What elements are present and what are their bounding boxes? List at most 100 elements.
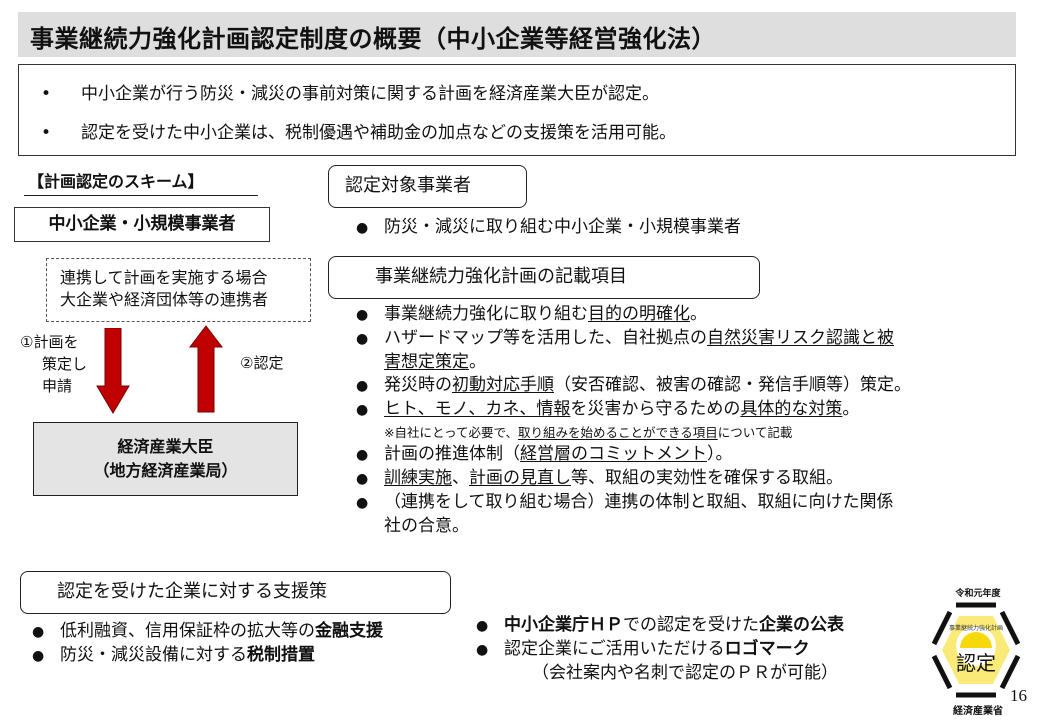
plan-item: ● （連携をして取り組む場合）連携の体制と取組、取組に向けた関係 (356, 491, 911, 515)
arrow-up-icon (189, 325, 223, 413)
bullet-icon: ● (476, 618, 489, 634)
plan-items-heading: 事業継続力強化計画の記載項目 (328, 256, 760, 299)
step1-line: ①計画を (20, 333, 79, 351)
bullet-icon: ● (356, 220, 369, 236)
bullet-icon: ● (356, 447, 369, 463)
underlined-text: 初動対応手順 (452, 375, 554, 395)
underlined-text: 計画の見直し (469, 468, 571, 488)
authority-line: 経済産業大臣 (117, 437, 214, 456)
svg-text:事業継続力強化計画: 事業継続力強化計画 (949, 624, 1003, 632)
underlined-text: 目的の明確化 (588, 304, 690, 324)
plan-item-continued: 害想定策定。 (356, 351, 911, 374)
bullet-icon: ● (356, 307, 369, 323)
text: 等、取組の実効性を確保する取組。 (571, 468, 843, 488)
text: （連携をして取り組む場合）連携の体制と取組、取組に向けた関係 (384, 492, 894, 512)
partner-box: 連携して計画を実施する場合 大企業や経済団体等の連携者 (46, 258, 311, 322)
bullet-icon: ● (356, 402, 369, 418)
plan-item: ● 発災時の初動対応手順（安否確認、被害の確認・発信手順等）策定。 (356, 374, 911, 398)
certification-logo-icon: 事業継続力強化計画 認定 (931, 602, 1021, 698)
step1-line: 策定し (42, 355, 88, 373)
text: 事業継続力強化に取り組む (384, 304, 588, 324)
step1-line: 申請 (42, 377, 73, 395)
page-title: 事業継続力強化計画認定制度の概要（中小企業等経営強化法） (30, 25, 716, 53)
text: ハザードマップ等を活用した、自社拠点の (384, 328, 707, 348)
authority-box: 経済産業大臣 （地方経済産業局） (33, 422, 298, 496)
bullet-icon: ● (356, 471, 369, 487)
scheme-heading: 【計画認定のスキーム】 (24, 168, 258, 196)
text: （安否確認、被害の確認・発信手順等）策定。 (554, 375, 911, 395)
title-bar: 事業継続力強化計画認定制度の概要（中小企業等経営強化法） (18, 12, 1016, 57)
text: での認定を受けた (623, 615, 759, 635)
logo-ministry: 経済産業省 (953, 706, 1003, 717)
bullet-icon: ● (356, 331, 369, 347)
support-list-left: ● 低利融資、信用保証枠の拡大等の金融支援 ● 防災・減災設備に対する税制措置 (32, 620, 383, 668)
summary-box: • 中小企業が行う防災・減災の事前対策に関する計画を経済産業大臣が認定。 • 認定を… (18, 64, 1016, 156)
underlined-text: 経営層のコミットメント (520, 444, 707, 464)
eligible-heading: 認定対象事業者 (328, 165, 527, 208)
step2-label: ②認定 (240, 354, 284, 372)
text: 計画の推進体制（ (384, 444, 520, 464)
logo-year: 令和元年度 (955, 589, 1001, 599)
summary-item: • 中小企業が行う防災・減災の事前対策に関する計画を経済産業大臣が認定。 (41, 79, 659, 104)
support-list-right: ● 中小企業庁ＨＰでの認定を受けた企業の公表 ● 認定企業にご活用いただけるロゴマー… (476, 614, 844, 685)
bullet-icon: ● (32, 648, 45, 664)
bullet-icon: ● (356, 378, 369, 394)
summary-item: • 認定を受けた中小企業は、税制優遇や補助金の加点などの支援策を活用可能。 (41, 118, 676, 143)
underlined-text: 自然災害リスク認識と被 (707, 328, 894, 348)
support-item: ● 認定企業にご活用いただけるロゴマーク (476, 638, 844, 662)
plan-item-continued: 社の合意。 (356, 515, 911, 538)
underlined-text: 取り組みを始めることができる項目 (517, 425, 718, 440)
bullet-icon: ● (476, 642, 489, 658)
bold-text: 税制措置 (247, 645, 315, 665)
plan-note: ※自社にとって必要で、取り組みを始めることができる項目について記載 (356, 424, 911, 442)
text: 。 (842, 399, 860, 419)
bullet-icon: • (41, 123, 52, 143)
underlined-text: 具体的な対策 (740, 399, 843, 419)
bullet-icon: ● (356, 495, 369, 511)
text: 、 (452, 468, 469, 488)
support-item-sub: （会社案内や名刺で認定のＰＲが可能） (532, 663, 838, 683)
plan-item: ● 訓練実施、計画の見直し等、取組の実効性を確保する取組。 (356, 467, 911, 491)
underlined-text: 訓練実施 (384, 468, 452, 488)
underlined-text: 害想定策定 (384, 352, 469, 372)
step1-label: ①計画を 策定し 申請 (20, 331, 87, 397)
text: 低利融資、信用保証枠の拡大等の (60, 621, 315, 641)
plan-items-list: ●事業継続力強化に取り組む目的の明確化。 ●ハザードマップ等を活用した、自社拠点… (356, 303, 911, 538)
text: 発災時の (384, 375, 452, 395)
underlined-text: ヒト、モノ、カネ、情報 (384, 399, 571, 419)
authority-line: （地方経済産業局） (93, 461, 238, 480)
eligible-text: 防災・減災に取り組む中小企業・小規模事業者 (384, 217, 741, 237)
support-item: ● 中小企業庁ＨＰでの認定を受けた企業の公表 (476, 614, 844, 638)
text: を災害から守るための (570, 399, 741, 419)
summary-text: 中小企業が行う防災・減災の事前対策に関する計画を経済産業大臣が認定。 (81, 84, 659, 104)
bold-text: 中小企業庁ＨＰ (504, 615, 623, 635)
text: 。 (690, 304, 707, 324)
plan-item: ● 計画の推進体制（経営層のコミットメント）。 (356, 443, 911, 467)
bullet-icon: • (41, 84, 52, 104)
text: ※自社にとって必要で、 (384, 425, 518, 440)
arrow-down-icon (96, 328, 130, 414)
plan-item: ● 事業継続力強化に取り組む目的の明確化。 (356, 303, 911, 327)
text: 。 (469, 352, 486, 372)
bold-text: 企業の公表 (759, 615, 844, 635)
partner-line: 連携して計画を実施する場合 (60, 268, 268, 287)
bold-text: 金融支援 (315, 621, 383, 641)
support-item: ● 低利融資、信用保証枠の拡大等の金融支援 (32, 620, 383, 644)
eligible-item: ● 防災・減災に取り組む中小企業・小規模事業者 (356, 216, 741, 240)
applicant-box: 中小企業・小規模事業者 (14, 207, 270, 242)
bold-text: ロゴマーク (724, 639, 810, 659)
partner-line: 大企業や経済団体等の連携者 (60, 290, 269, 309)
plan-item: ● ヒト、モノ、カネ、情報を災害から守るための具体的な対策。 (356, 398, 911, 422)
text: について記載 (717, 425, 793, 440)
plan-item: ● ハザードマップ等を活用した、自社拠点の自然災害リスク認識と被 (356, 327, 911, 351)
svg-text:認定: 認定 (956, 651, 996, 675)
text: 防災・減災設備に対する (60, 645, 247, 665)
page-number: 16 (1010, 686, 1027, 705)
text: 認定企業にご活用いただける (504, 639, 725, 659)
summary-text: 認定を受けた中小企業は、税制優遇や補助金の加点などの支援策を活用可能。 (81, 123, 676, 143)
bullet-icon: ● (32, 624, 45, 640)
text: 社の合意。 (384, 516, 469, 536)
support-heading: 認定を受けた企業に対する支援策 (20, 571, 451, 614)
text: ）。 (707, 444, 733, 464)
support-item: ● 防災・減災設備に対する税制措置 (32, 644, 383, 668)
